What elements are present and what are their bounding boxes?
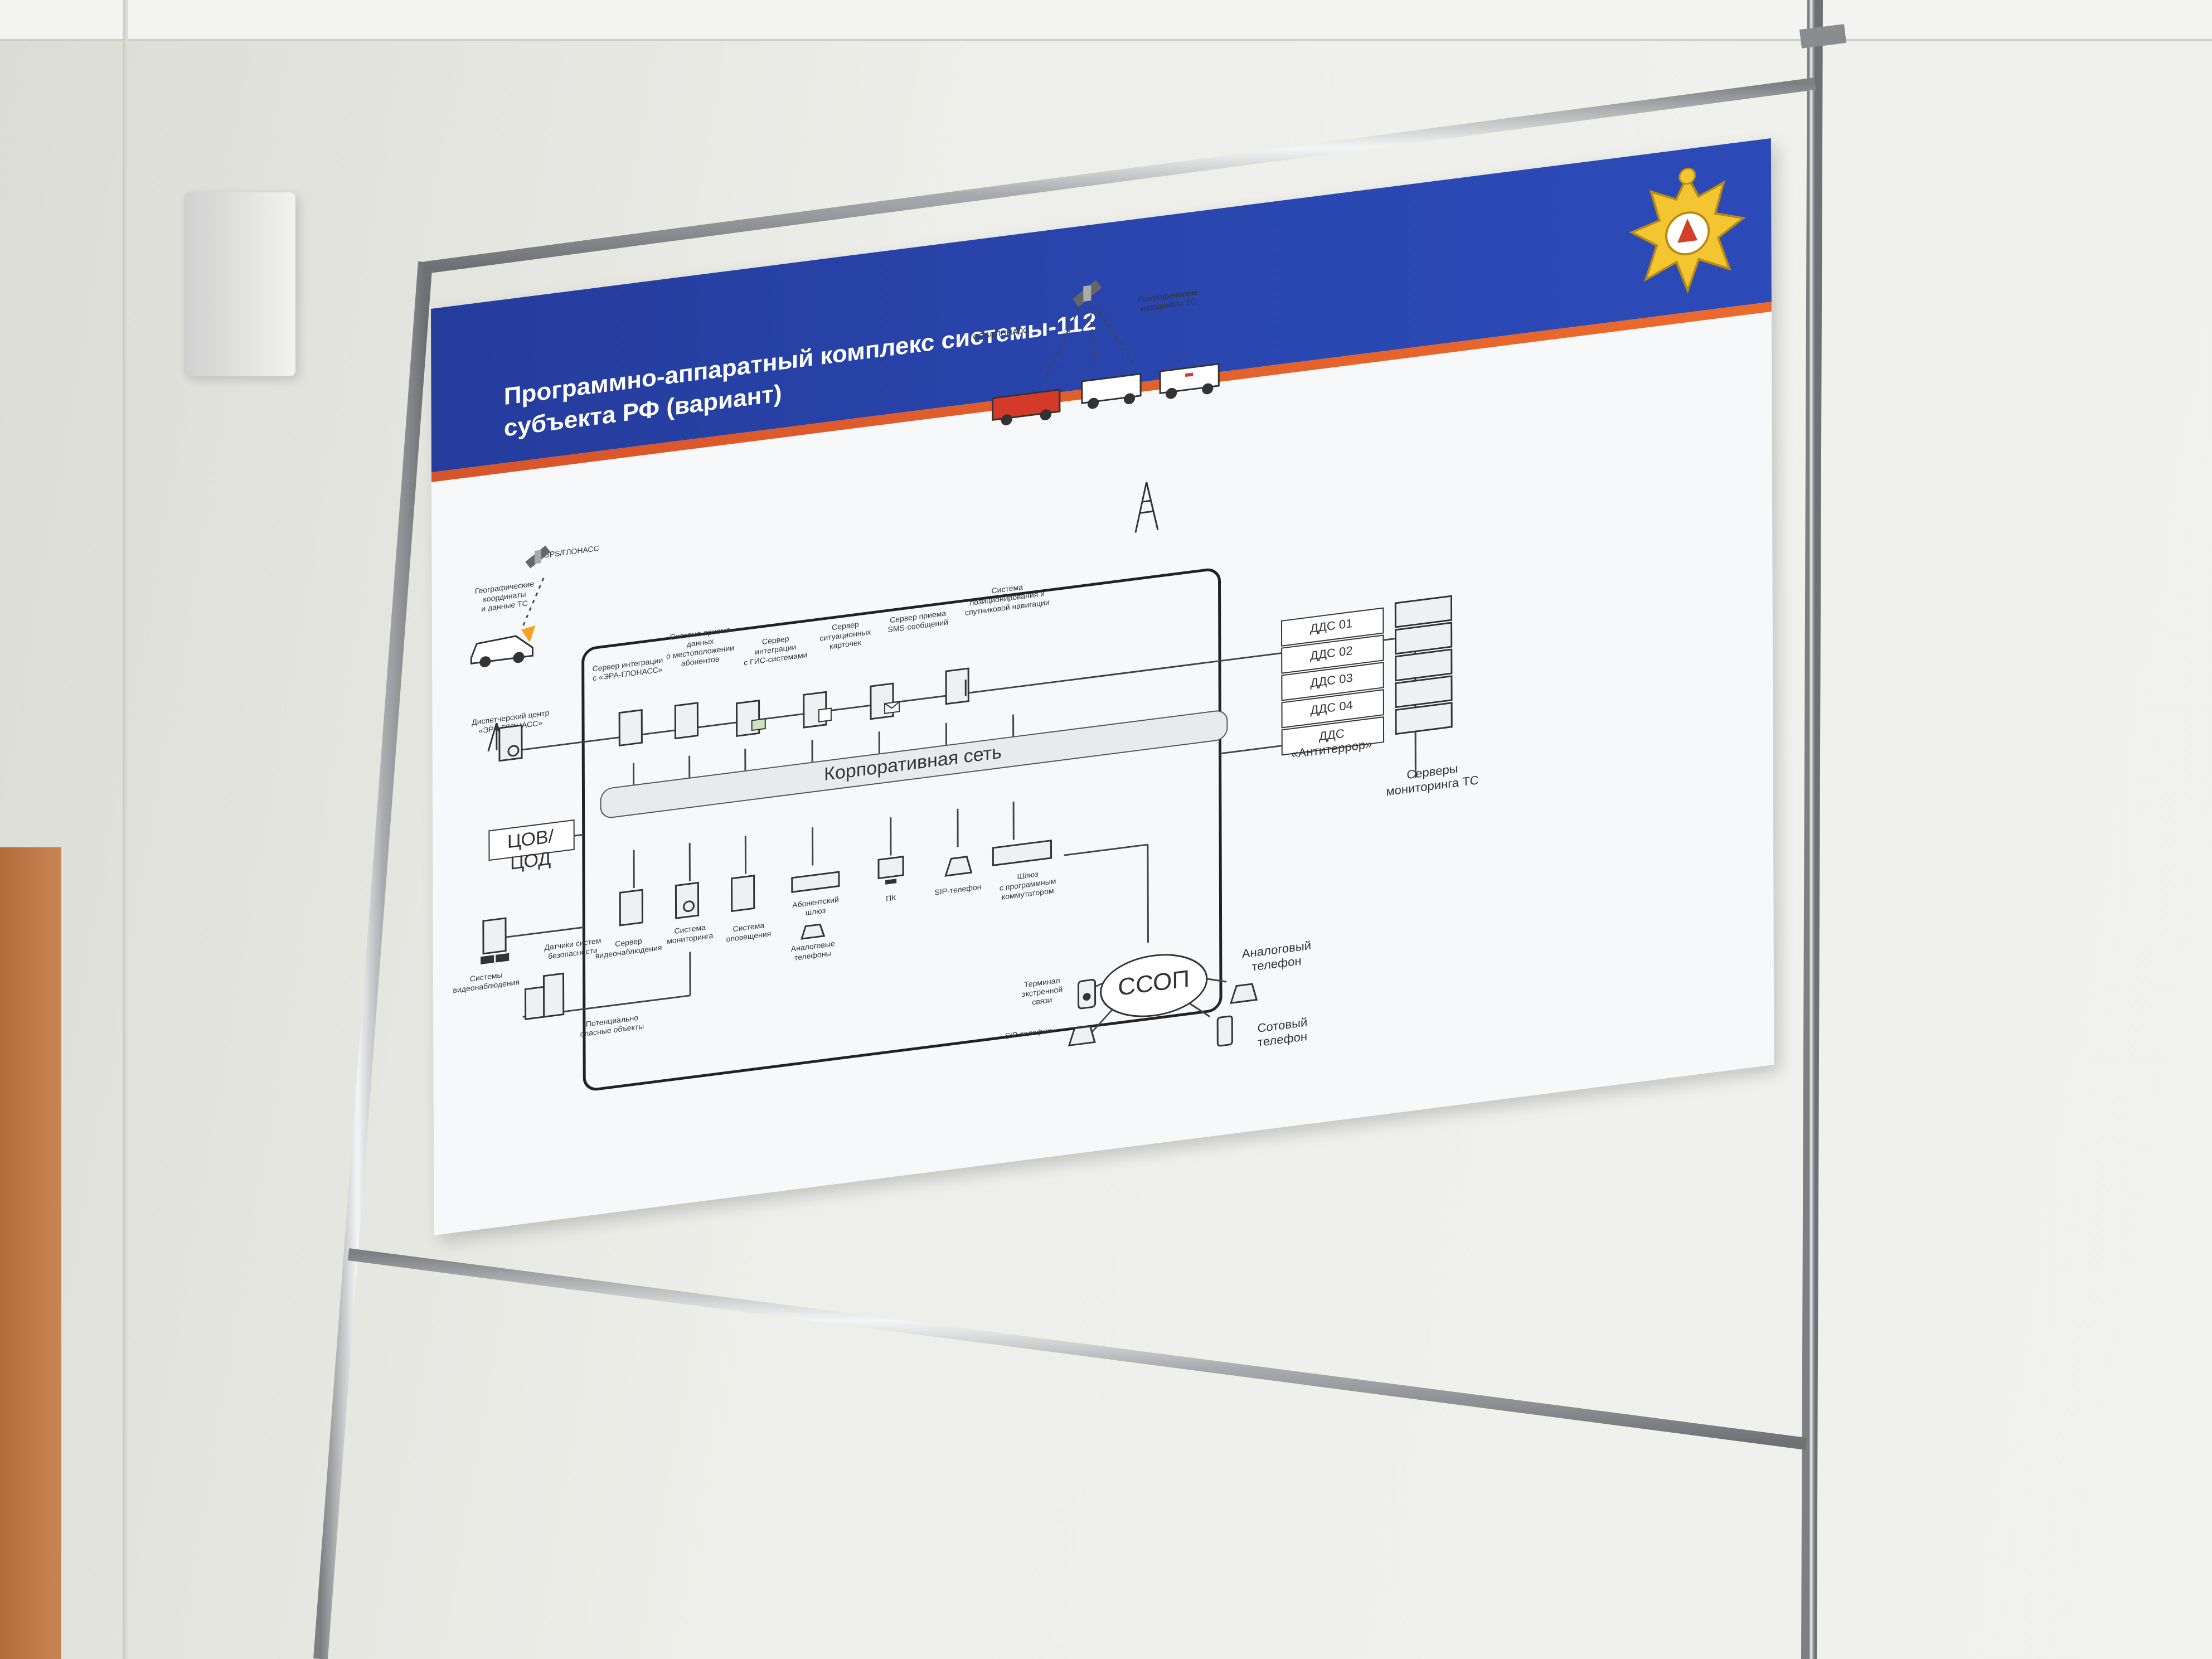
analog-phones-icon	[799, 918, 827, 946]
hazard-buildings-icon	[522, 968, 567, 1025]
emchs-emblem-icon	[1629, 167, 1746, 294]
satellite-icon-left	[521, 539, 555, 578]
wall-corner	[123, 0, 128, 1659]
monitoring-rack-icon	[1393, 593, 1454, 745]
server-icon-4	[868, 680, 901, 725]
ssop-sip-phone-icon	[1065, 1020, 1098, 1054]
pc-icon	[874, 853, 908, 893]
tower-icon-right	[1133, 478, 1161, 539]
top-clamp	[1799, 24, 1847, 48]
car-icon	[465, 622, 538, 672]
video-server-icon	[617, 887, 645, 932]
wall-speaker	[184, 192, 295, 376]
mobile-phone-icon	[1215, 1013, 1234, 1051]
left-pole	[313, 261, 433, 1659]
monitoring-server-icon	[673, 880, 701, 924]
alert-server-icon	[729, 872, 757, 917]
server-icon-1	[672, 700, 700, 744]
emergency-terminal-icon	[1075, 976, 1098, 1015]
video-system-icon	[478, 915, 511, 971]
top-bar	[424, 77, 1816, 274]
police-van-icon	[1079, 365, 1146, 415]
ambulance-icon	[1157, 355, 1224, 405]
satellite-icon-right	[1068, 272, 1107, 318]
dispatch-server-icon	[497, 722, 525, 767]
subscriber-gateway-icon	[790, 867, 841, 898]
bottom-bar	[347, 1248, 1807, 1450]
wooden-cabinet	[0, 847, 61, 1659]
server-icon-2	[734, 697, 767, 742]
server-icon-0	[617, 707, 644, 751]
sip-phone-icon	[941, 850, 974, 884]
right-pole	[1801, 0, 1823, 1659]
diagram-connectors	[506, 305, 1417, 1091]
fire-truck-icon	[990, 380, 1068, 431]
server-icon-3	[801, 688, 835, 734]
server-icon-5	[943, 664, 977, 710]
softswitch-gateway-icon	[991, 835, 1052, 873]
analog-phone-icon	[1226, 977, 1260, 1011]
poster-board: Программно-аппаратный комплекс системы-1…	[431, 138, 1774, 1235]
